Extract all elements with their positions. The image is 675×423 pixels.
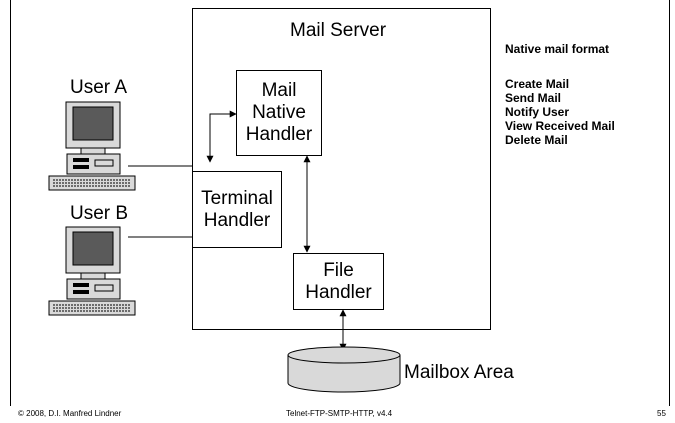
mailbox-area-label: Mailbox Area <box>404 362 514 383</box>
mail-server-box <box>192 8 491 330</box>
terminal-mail-link <box>206 110 237 163</box>
mail-native-line-1: Mail <box>261 80 297 101</box>
mail-native-line-3: Handler <box>245 124 313 145</box>
action-item: View Received Mail <box>505 119 615 133</box>
mail-native-line-2: Native <box>252 102 306 123</box>
database-cylinder-icon <box>287 346 401 393</box>
user-b-label: User B <box>70 203 129 224</box>
native-format-heading: Native mail format <box>505 42 610 56</box>
slide-frame-right <box>669 0 670 406</box>
terminal-line-1: Terminal <box>201 187 273 209</box>
terminal-handler: Terminal Handler <box>192 171 282 248</box>
action-item: Create Mail <box>505 77 570 91</box>
file-handler: File Handler <box>293 253 384 310</box>
slide-frame-left <box>10 0 11 406</box>
action-item: Notify User <box>505 105 570 119</box>
footer-page-number: 55 <box>657 409 666 418</box>
action-item: Delete Mail <box>505 133 568 147</box>
footer-copyright: © 2008, D.I. Manfred Lindner <box>18 409 122 418</box>
action-list: Create Mail Send Mail Notify User View R… <box>505 77 615 147</box>
mail-server-title: Mail Server <box>290 20 387 41</box>
computer-icon <box>48 101 136 191</box>
footer-course: Telnet-FTP-SMTP-HTTP, v4.4 <box>286 409 393 418</box>
user-a-label: User A <box>70 77 128 98</box>
file-line-1: File <box>323 259 354 281</box>
computer-icon <box>48 226 136 316</box>
action-item: Send Mail <box>505 91 562 105</box>
terminal-line-2: Handler <box>203 209 271 231</box>
file-line-2: Handler <box>305 281 372 303</box>
mail-native-handler: Mail Native Handler <box>236 70 322 156</box>
